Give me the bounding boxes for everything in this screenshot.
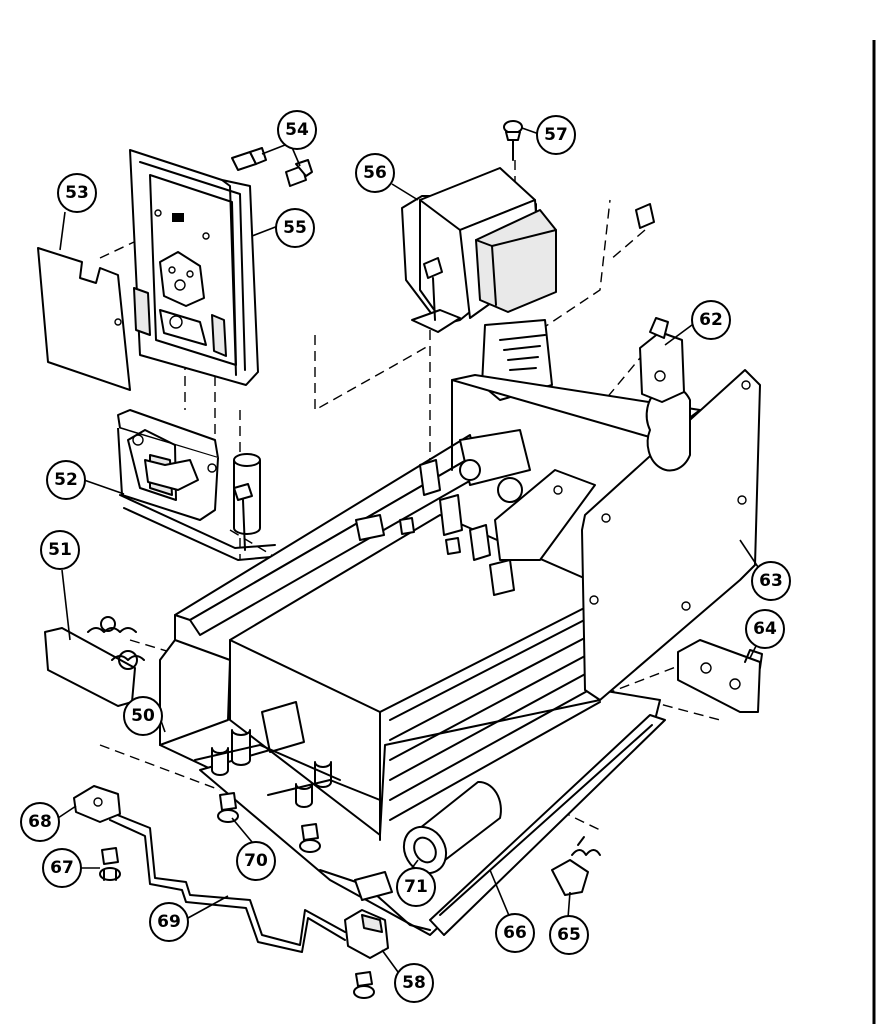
leader-lines <box>57 127 761 973</box>
callout-50: 50 <box>123 696 163 736</box>
callout-54: 54 <box>277 110 317 150</box>
callout-58: 58 <box>394 963 434 1003</box>
svg-text:65: 65 <box>557 925 581 945</box>
part-65-spring <box>551 836 601 896</box>
part-64-bracket <box>677 639 763 713</box>
svg-text:62: 62 <box>699 310 723 330</box>
part-63-side-plate <box>581 369 761 701</box>
svg-text:55: 55 <box>283 218 307 238</box>
svg-text:71: 71 <box>404 877 428 897</box>
callout-55: 55 <box>275 208 315 248</box>
callout-70: 70 <box>236 841 276 881</box>
svg-text:57: 57 <box>544 125 568 145</box>
svg-text:53: 53 <box>65 183 89 203</box>
callout-71: 71 <box>396 867 436 907</box>
callout-64: 64 <box>745 609 785 649</box>
part-68-clamp <box>73 785 121 823</box>
part-57-screw <box>503 120 523 161</box>
main-chassis <box>159 319 701 936</box>
callout-51: 51 <box>40 530 80 570</box>
svg-text:51: 51 <box>48 540 72 560</box>
svg-text:50: 50 <box>131 706 155 726</box>
callout-53: 53 <box>57 173 97 213</box>
part-71-roller <box>402 780 502 875</box>
svg-text:66: 66 <box>503 923 527 943</box>
part-58-clamp <box>344 909 389 959</box>
part-70-screws <box>217 792 375 999</box>
callout-56: 56 <box>355 153 395 193</box>
part-67-screw <box>99 847 121 881</box>
callout-66: 66 <box>495 913 535 953</box>
callout-68: 68 <box>20 802 60 842</box>
part-51-contact <box>44 616 145 707</box>
part-62-bracket <box>639 317 685 403</box>
callout-63: 63 <box>751 561 791 601</box>
svg-text:63: 63 <box>759 571 783 591</box>
svg-text:58: 58 <box>402 973 426 993</box>
svg-text:52: 52 <box>54 470 78 490</box>
svg-text:68: 68 <box>28 812 52 832</box>
svg-text:56: 56 <box>363 163 387 183</box>
small-clip <box>635 203 655 229</box>
svg-text:69: 69 <box>157 912 181 932</box>
part-69-wire <box>109 811 346 953</box>
callout-62: 62 <box>691 300 731 340</box>
part-55-front-panel <box>129 149 259 386</box>
part-56-transformer <box>401 167 557 333</box>
svg-text:70: 70 <box>244 851 268 871</box>
callout-52: 52 <box>46 460 86 500</box>
svg-text:67: 67 <box>50 858 74 878</box>
callout-57: 57 <box>536 115 576 155</box>
callout-67: 67 <box>42 848 82 888</box>
callout-69: 69 <box>149 902 189 942</box>
svg-text:64: 64 <box>753 619 777 639</box>
part-54-screws <box>231 147 313 187</box>
part-53-cover-plate <box>37 247 131 391</box>
callout-65: 65 <box>549 915 589 955</box>
callout-labels: 50 51 52 53 54 55 56 57 58 62 63 64 65 6… <box>20 110 791 1003</box>
part-52-socket-bracket <box>117 409 283 561</box>
svg-text:54: 54 <box>285 120 309 140</box>
